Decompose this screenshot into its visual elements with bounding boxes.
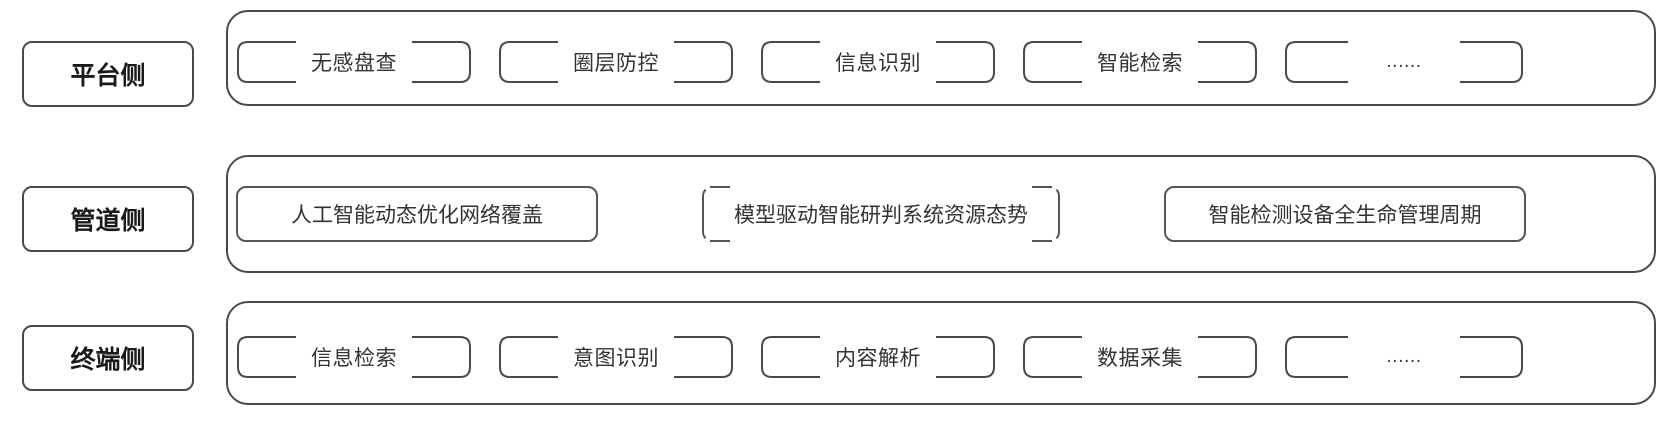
bracket-frame: [236, 40, 472, 84]
terminal-module-3: 内容解析: [760, 335, 996, 379]
bracket-frame: [498, 40, 734, 84]
terminal-module-1: 信息检索: [236, 335, 472, 379]
module-label: ......: [1386, 52, 1422, 72]
module-label: 信息识别: [835, 51, 921, 75]
bracket-frame: [236, 335, 472, 379]
platform-module-4: 智能检索: [1022, 40, 1258, 84]
module-label: 智能检索: [1097, 51, 1183, 75]
layer-label-pipeline: 管道侧: [22, 186, 194, 252]
module-label: 无感盘查: [311, 51, 397, 75]
terminal-module-4: 数据采集: [1022, 335, 1258, 379]
module-label: 数据采集: [1097, 346, 1183, 370]
bracket-frame: [760, 40, 996, 84]
pipeline-module-1: 人工智能动态优化网络覆盖: [236, 186, 598, 242]
module-cap-top-right: [1032, 186, 1052, 188]
module-label: 信息检索: [311, 346, 397, 370]
platform-module-1: 无感盘查: [236, 40, 472, 84]
terminal-module-2: 意图识别: [498, 335, 734, 379]
module-label: 圈层防控: [573, 51, 659, 75]
bracket-frame: [1022, 40, 1258, 84]
module-cap-bottom-left: [710, 240, 730, 242]
bracket-frame: [1022, 335, 1258, 379]
layer-label-terminal: 终端侧: [22, 325, 194, 391]
platform-module-2: 圈层防控: [498, 40, 734, 84]
module-label: 内容解析: [835, 346, 921, 370]
layer-label-platform: 平台侧: [22, 41, 194, 107]
module-label: 意图识别: [573, 346, 659, 370]
platform-layer-frame: [226, 10, 1656, 106]
module-cap-top-left: [710, 186, 730, 188]
module-cap-bottom-right: [1032, 240, 1052, 242]
bracket-frame: [1284, 335, 1524, 379]
module-label: ......: [1386, 347, 1422, 367]
bracket-frame: [1284, 40, 1524, 84]
terminal-layer-frame: [226, 301, 1656, 405]
pipeline-module-3: 智能检测设备全生命管理周期: [1164, 186, 1526, 242]
pipeline-module-2: 模型驱动智能研判系统资源态势: [702, 186, 1060, 242]
platform-module-3: 信息识别: [760, 40, 996, 84]
terminal-module-5: ......: [1284, 335, 1524, 379]
platform-module-5: ......: [1284, 40, 1524, 84]
module-label: 模型驱动智能研判系统资源态势: [734, 203, 1028, 227]
bracket-frame: [760, 335, 996, 379]
bracket-frame: [498, 335, 734, 379]
